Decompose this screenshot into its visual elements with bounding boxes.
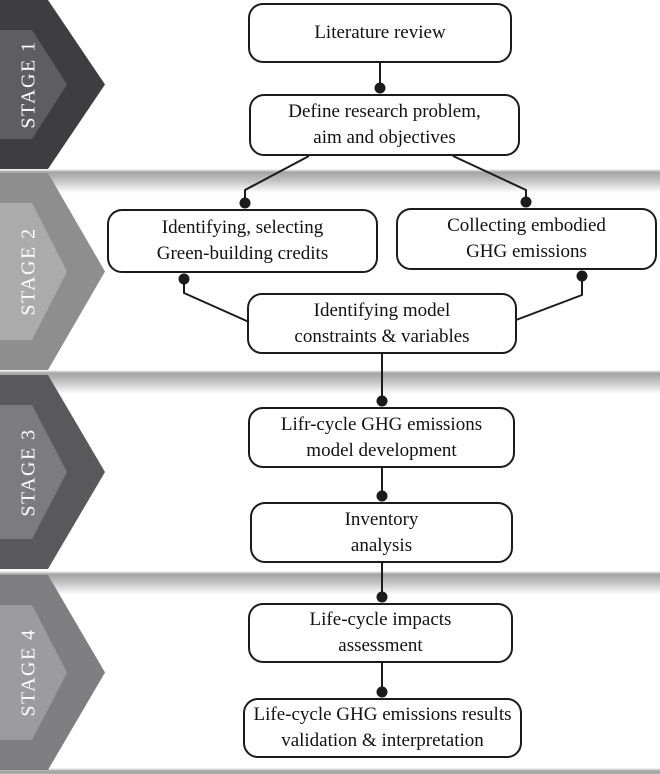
stage-label-3: STAGE 3 (4, 375, 54, 569)
stage-label-2: STAGE 2 (4, 173, 54, 370)
node-text-line: validation & interpretation (281, 730, 484, 751)
node-text-line: model development (306, 439, 457, 461)
stage-divider-stripe-2 (0, 370, 660, 396)
node-text-line: Life-cycle impacts (309, 609, 452, 630)
stage-divider-stripe-3 (0, 571, 660, 597)
node-text-line: Literature review (314, 22, 446, 43)
node-text-line: assessment (338, 635, 423, 656)
node-text-line: Collecting embodied (447, 215, 606, 236)
node-text-line: Lifr-cycle GHG emissions (280, 413, 483, 435)
stage-divider-stripe-4 (0, 768, 660, 774)
stage-label-4: STAGE 4 (4, 575, 54, 770)
stage-label-text: STAGE 4 (17, 628, 40, 717)
node-text-line: constraints & variables (294, 325, 470, 347)
stage-divider-stripe-1 (0, 169, 660, 195)
stage-label-text: STAGE 1 (17, 40, 40, 129)
stage-label-1: STAGE 1 (4, 0, 54, 169)
node-text-line: Green-building credits (156, 243, 329, 264)
node-text-line: analysis (350, 534, 413, 556)
node-literature-review: Literature review (248, 3, 512, 63)
node-lifecycle-ghg-results-validation: Life-cycle GHG emissions results validat… (243, 698, 522, 758)
edge-constraints-to-collecting (515, 270, 588, 321)
stage-chevron-2: STAGE 2 (0, 173, 105, 370)
stage-label-text: STAGE 3 (17, 427, 40, 517)
node-identifying-model-constraints: Identifying model constraints & variable… (247, 293, 517, 354)
stage-label-text: STAGE 2 (17, 227, 40, 316)
stage-chevron-4: STAGE 4 (0, 575, 105, 770)
node-text-line: Identifying, selecting (161, 217, 324, 238)
node-text-line: Define research problem, (288, 101, 481, 122)
node-text-line: aim and objectives (313, 127, 456, 148)
stage-chevron-1: STAGE 1 (0, 0, 105, 169)
node-lifecycle-impacts-assessment: Life-cycle impacts assessment (248, 603, 513, 663)
edge-constraints-to-credits (178, 273, 250, 323)
node-text-line: GHG emissions (466, 241, 587, 262)
node-define-research-problem: Define research problem, aim and objecti… (249, 94, 520, 156)
node-lifecycle-ghg-model-development: Lifr-cycle GHG emissions model developme… (248, 407, 515, 468)
node-text-line: Life-cycle GHG emissions results (253, 704, 512, 725)
stage-chevron-3: STAGE 3 (0, 375, 105, 569)
node-inventory-analysis: Inventory analysis (250, 502, 513, 563)
node-text-line: Inventory (344, 508, 419, 530)
edge-impacts-to-validation (376, 663, 388, 698)
node-text-line: Identifying model (313, 299, 451, 321)
edge-literature-to-define (374, 63, 386, 94)
node-collecting-embodied-ghg: Collecting embodied GHG emissions (396, 208, 657, 270)
edge-model-to-inventory (376, 468, 388, 502)
node-identifying-selecting-credits: Identifying, selecting Green-building cr… (107, 209, 378, 273)
